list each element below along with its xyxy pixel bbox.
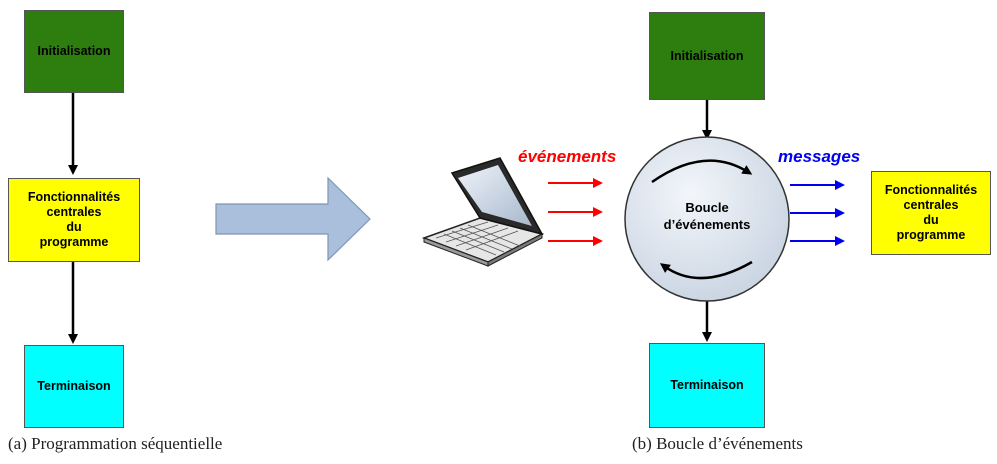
box-terminaison-a-label: Terminaison bbox=[37, 379, 111, 393]
messages-label: messages bbox=[778, 147, 861, 166]
caption-a: (a) Programmation séquentielle bbox=[8, 434, 223, 453]
box-initialisation-a-label: Initialisation bbox=[37, 44, 111, 58]
box-terminaison-a: Terminaison bbox=[24, 345, 124, 428]
box-core-b-label: Fonctionnalités centrales du programme bbox=[884, 183, 978, 242]
loop-arrow-top bbox=[651, 159, 753, 184]
box-terminaison-b: Terminaison bbox=[649, 343, 765, 428]
event-loop-circle bbox=[624, 136, 790, 302]
event-loop-label: Boucle d’événements bbox=[663, 200, 751, 232]
loop-arrow-bottom bbox=[659, 260, 753, 280]
box-core-a-label: Fonctionnalités centrales du programme bbox=[27, 190, 121, 249]
events-label: événements bbox=[518, 147, 617, 166]
box-initialisation-b: Initialisation bbox=[649, 12, 765, 100]
laptop-icon bbox=[421, 157, 545, 267]
box-core-b: Fonctionnalités centrales du programme bbox=[871, 171, 991, 255]
caption-b: (b) Boucle d’événements bbox=[632, 434, 803, 453]
box-core-a: Fonctionnalités centrales du programme bbox=[8, 178, 140, 262]
transition-arrow bbox=[215, 176, 371, 262]
box-initialisation-b-label: Initialisation bbox=[670, 48, 744, 63]
box-terminaison-b-label: Terminaison bbox=[670, 378, 744, 392]
box-initialisation-a: Initialisation bbox=[24, 10, 124, 93]
